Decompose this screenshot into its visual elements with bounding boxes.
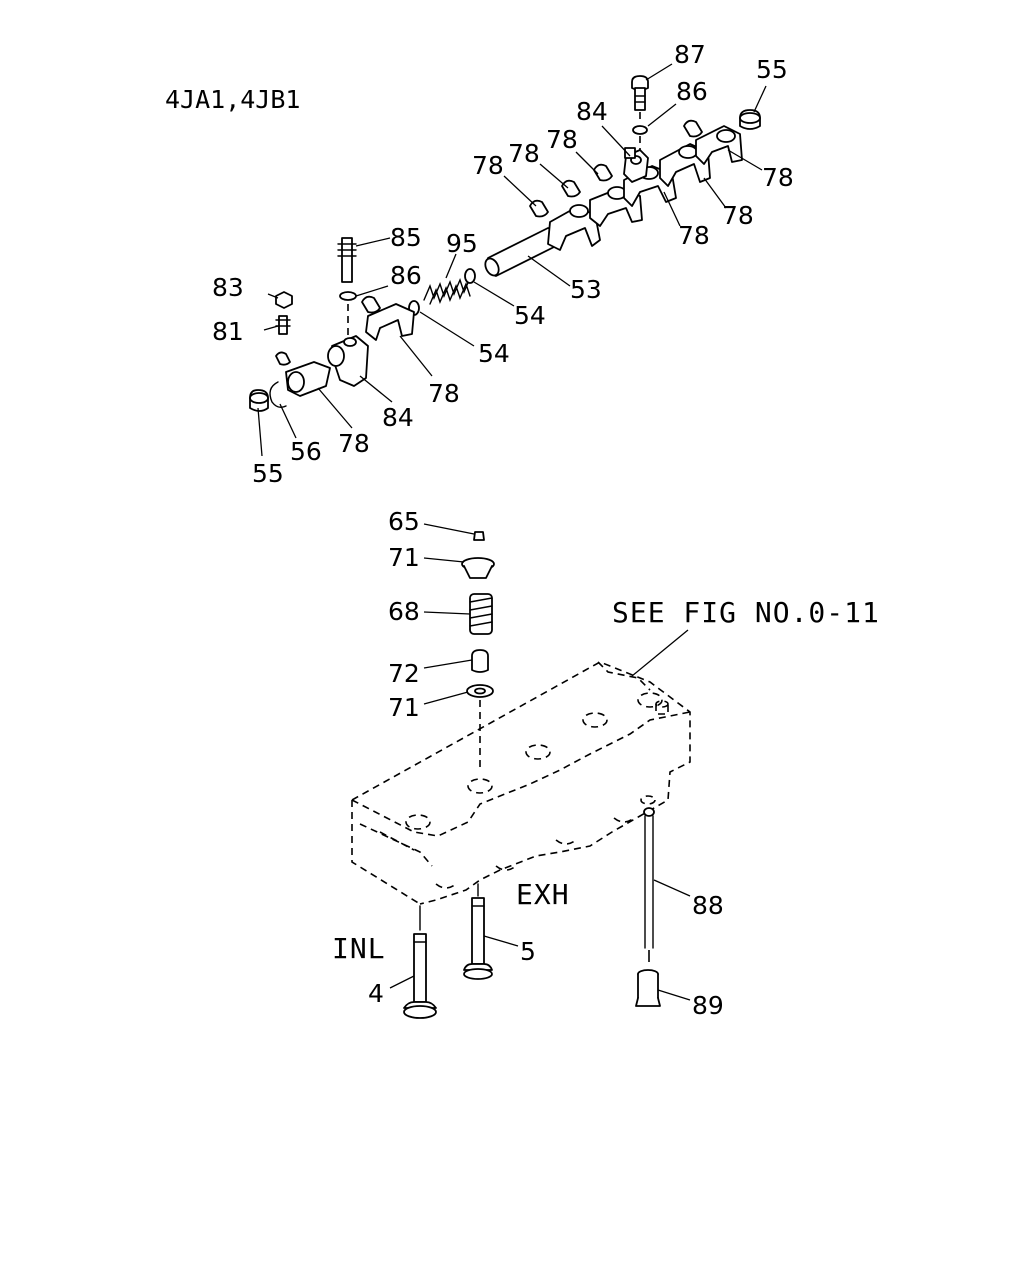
washer-86-top: [632, 125, 648, 135]
callout-78: 78: [472, 151, 504, 180]
stud-85: [337, 237, 357, 283]
callout-65: 65: [388, 507, 420, 536]
callout-95: 95: [446, 229, 478, 258]
spring-95: [423, 277, 471, 305]
cylinder-head: [351, 661, 691, 905]
diagram-title: 4JA1,4JB1: [165, 85, 300, 114]
intake-label: INL: [332, 932, 386, 965]
snap-ring-56: [269, 381, 287, 409]
callout-87: 87: [674, 40, 706, 69]
tappet-89: [635, 969, 661, 1007]
callout-81: 81: [212, 317, 244, 346]
callout-84: 84: [576, 97, 608, 126]
spring-seat-71: [466, 684, 494, 698]
callout-5: 5: [520, 937, 536, 966]
callout-68: 68: [388, 597, 420, 626]
callout-78: 78: [338, 429, 370, 458]
rocker-arm-group-right: [529, 119, 743, 251]
callout-53: 53: [570, 275, 602, 304]
rocker-arm-78-left-upper: [365, 303, 415, 341]
rocker-assembly: [249, 75, 761, 412]
callout-78: 78: [678, 221, 710, 250]
valve-seal-72: [471, 649, 489, 673]
rocker-shaft: [484, 227, 558, 277]
callout-71: 71: [388, 543, 420, 572]
callout-83: 83: [212, 273, 244, 302]
callout-78: 78: [546, 125, 578, 154]
callout-55: 55: [252, 459, 284, 488]
callout-55: 55: [756, 55, 788, 84]
callout-4: 4: [368, 979, 384, 1008]
leader-lines: [257, 63, 767, 1001]
intake-valve-4: [403, 905, 437, 1019]
valve-train: [461, 531, 495, 770]
nut-83: [275, 291, 293, 309]
spring-retainer-71: [461, 557, 495, 579]
callout-56: 56: [290, 437, 322, 466]
adjust-screw-81: [275, 315, 291, 335]
bolt-87: [631, 75, 649, 111]
callout-89: 89: [692, 991, 724, 1020]
valve-spring-68: [469, 593, 493, 635]
callout-78: 78: [428, 379, 460, 408]
exhaust-label: EXH: [516, 878, 570, 911]
exhaust-valve-5: [463, 883, 493, 980]
callout-86: 86: [390, 261, 422, 290]
callout-labels: 87 86 55 84 78 78 78 78 78 78 85 95 83 8…: [212, 40, 794, 1020]
callout-78: 78: [508, 139, 540, 168]
valve-cotter-65: [473, 531, 485, 541]
cap-55-top: [739, 109, 761, 130]
callout-54: 54: [514, 301, 546, 330]
callout-88: 88: [692, 891, 724, 920]
callout-86: 86: [676, 77, 708, 106]
callout-71: 71: [388, 693, 420, 722]
callout-85: 85: [390, 223, 422, 252]
callout-54: 54: [478, 339, 510, 368]
callout-72: 72: [388, 659, 420, 688]
push-rod-88: [643, 807, 655, 966]
cap-55-left: [249, 389, 269, 412]
callout-84: 84: [382, 403, 414, 432]
washer-86-left: [339, 291, 357, 301]
washer-54-right: [464, 268, 476, 284]
reference-note: SEE FIG NO.0-11: [612, 596, 880, 629]
callout-78: 78: [722, 201, 754, 230]
callout-78: 78: [762, 163, 794, 192]
